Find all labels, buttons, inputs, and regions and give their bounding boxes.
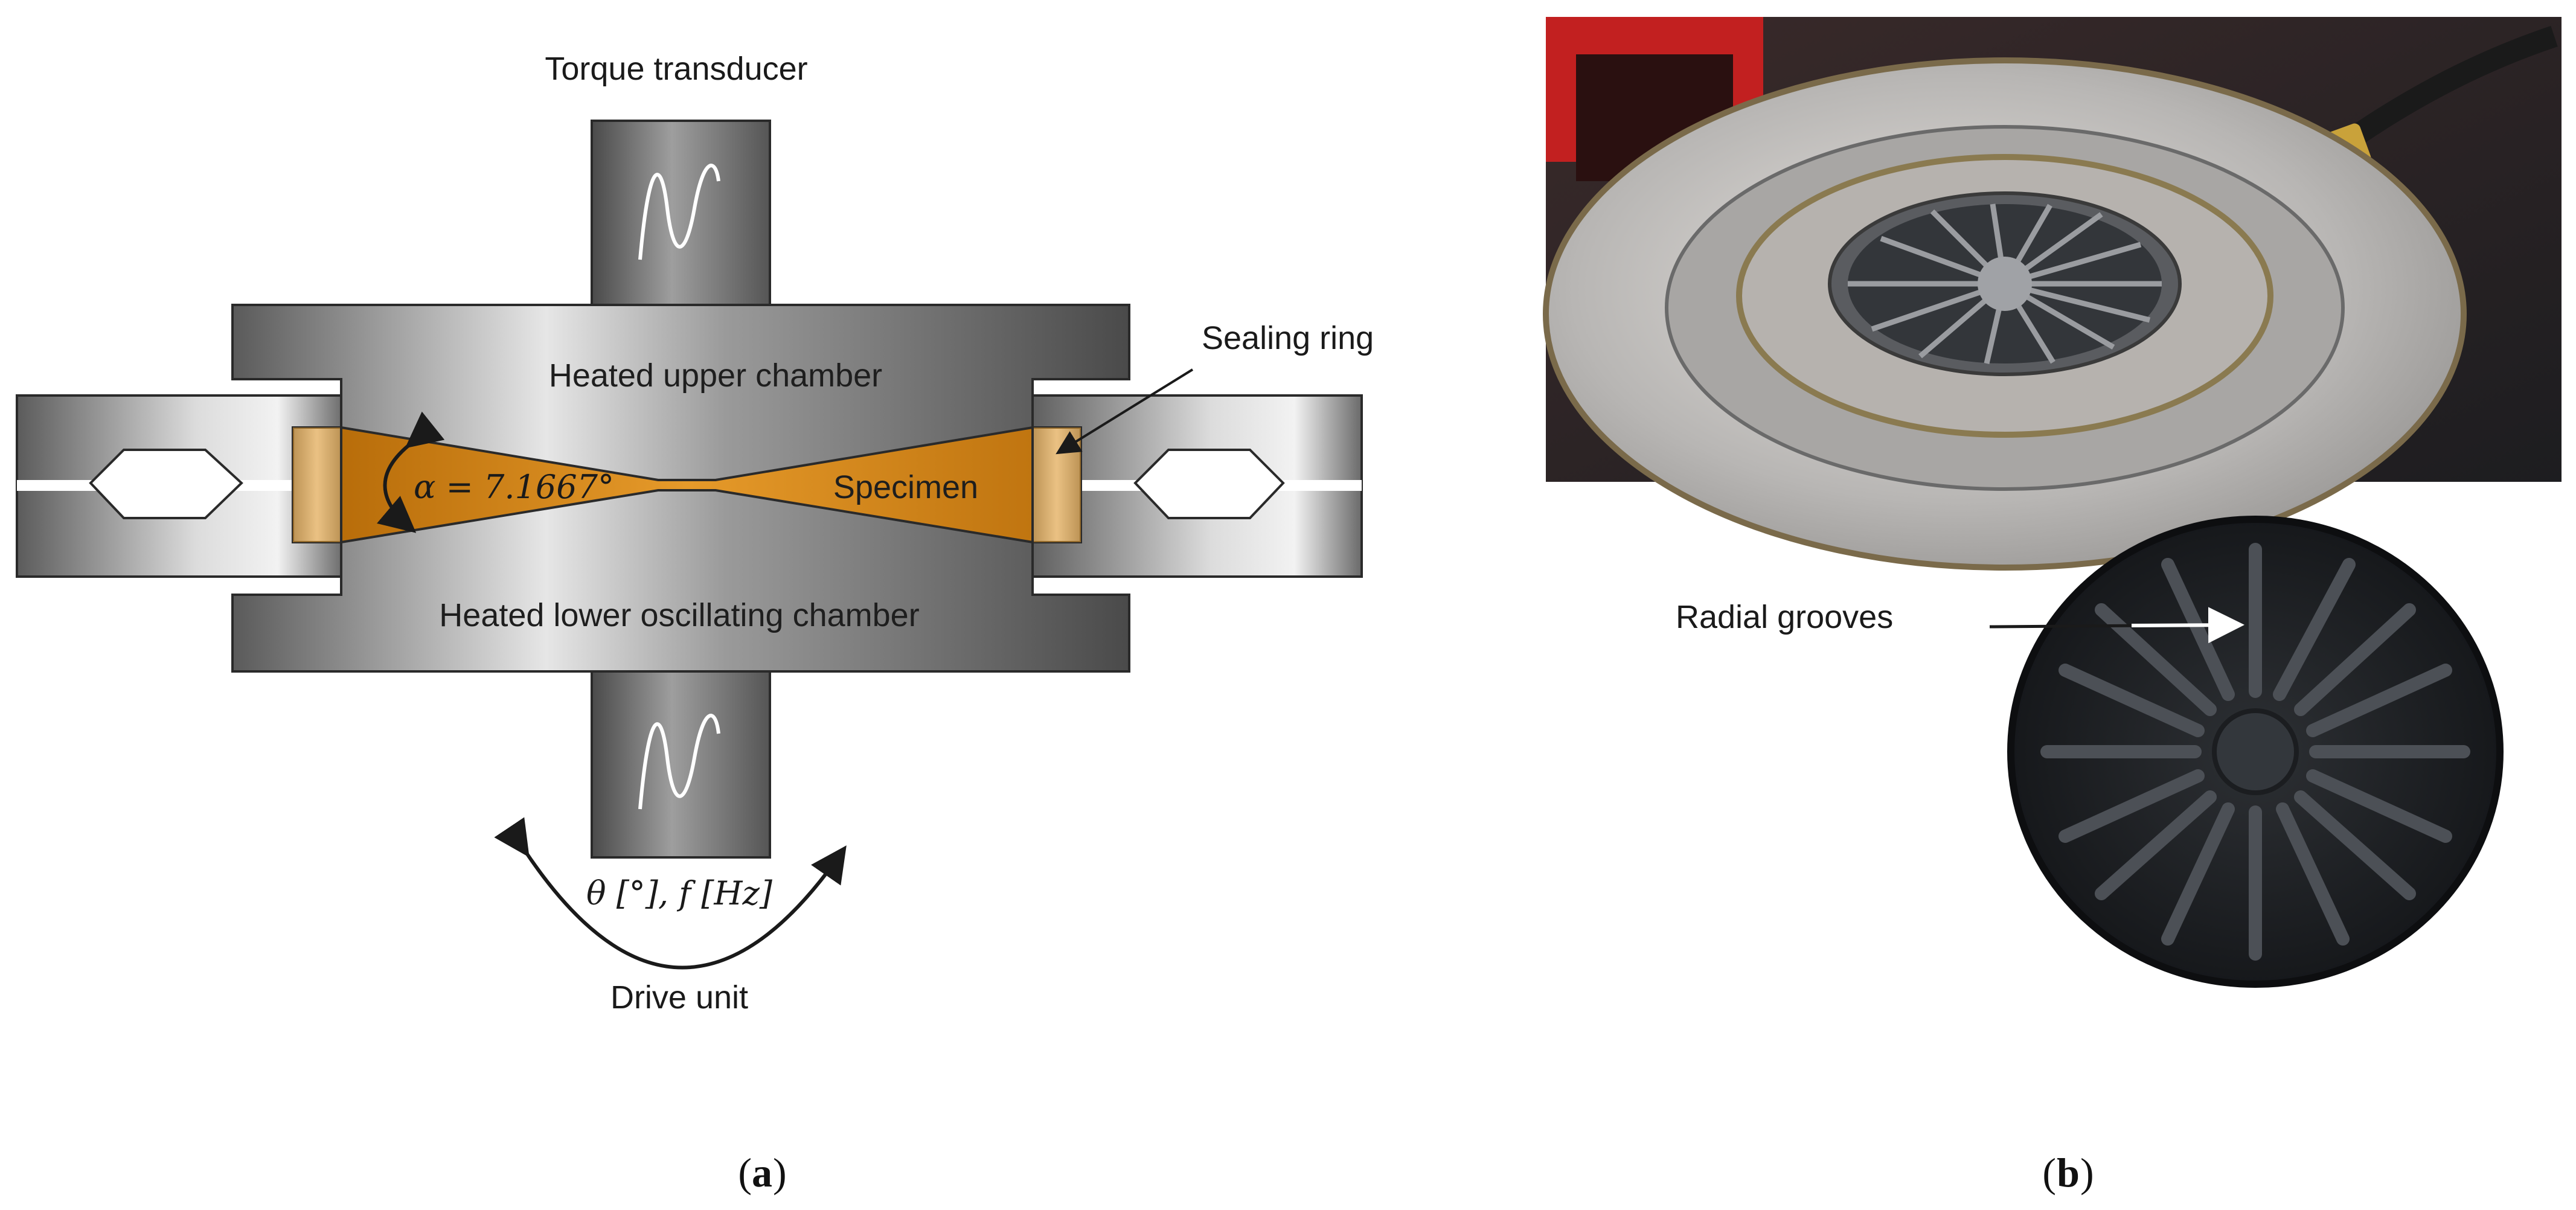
svg-text:(: (	[2042, 1150, 2056, 1196]
caption-b-letter: b	[2057, 1150, 2080, 1196]
radial-grooves-label: Radial grooves	[1676, 599, 1893, 635]
specimen	[340, 426, 1034, 544]
sealing-ring-label: Sealing ring	[1202, 320, 1374, 356]
sealing-ring-leader	[1056, 368, 1194, 455]
cone-angle-arc	[376, 411, 445, 533]
lower-chamber-label: Heated lower oscillating chamber	[439, 597, 919, 633]
specimen-label: Specimen	[833, 469, 978, 505]
drive-unit-label: Drive unit	[610, 979, 748, 1016]
left-clamp-arm	[16, 394, 344, 578]
upper-chamber-label: Heated upper chamber	[549, 357, 882, 394]
caption-a-letter: a	[752, 1150, 772, 1196]
upper-shaft-wave-icon	[638, 164, 720, 260]
panel-a-schematic: Torque transducer Sealing ring Heated up…	[16, 51, 1374, 1016]
lower-shaft	[591, 669, 771, 859]
oscillation-arc	[494, 817, 847, 970]
photo-die-closeup	[2007, 516, 2504, 988]
caption-a: ( a )	[738, 1150, 786, 1196]
radial-grooves-arrow	[2131, 607, 2244, 644]
caption-b: ( b )	[2042, 1150, 2094, 1196]
oscillation-label: θ [°], f [Hz]	[586, 874, 773, 912]
torque-transducer-label: Torque transducer	[545, 51, 807, 87]
svg-text:(: (	[738, 1150, 752, 1196]
radial-grooves	[2040, 543, 2470, 961]
svg-text:): )	[2080, 1150, 2094, 1196]
lower-shaft-wave-icon	[638, 714, 720, 810]
svg-text:): )	[773, 1150, 787, 1196]
cone-angle-label: α = 7.1667°	[414, 468, 614, 506]
photo-rheometer-die	[1543, 17, 2562, 571]
upper-shaft	[591, 120, 771, 306]
